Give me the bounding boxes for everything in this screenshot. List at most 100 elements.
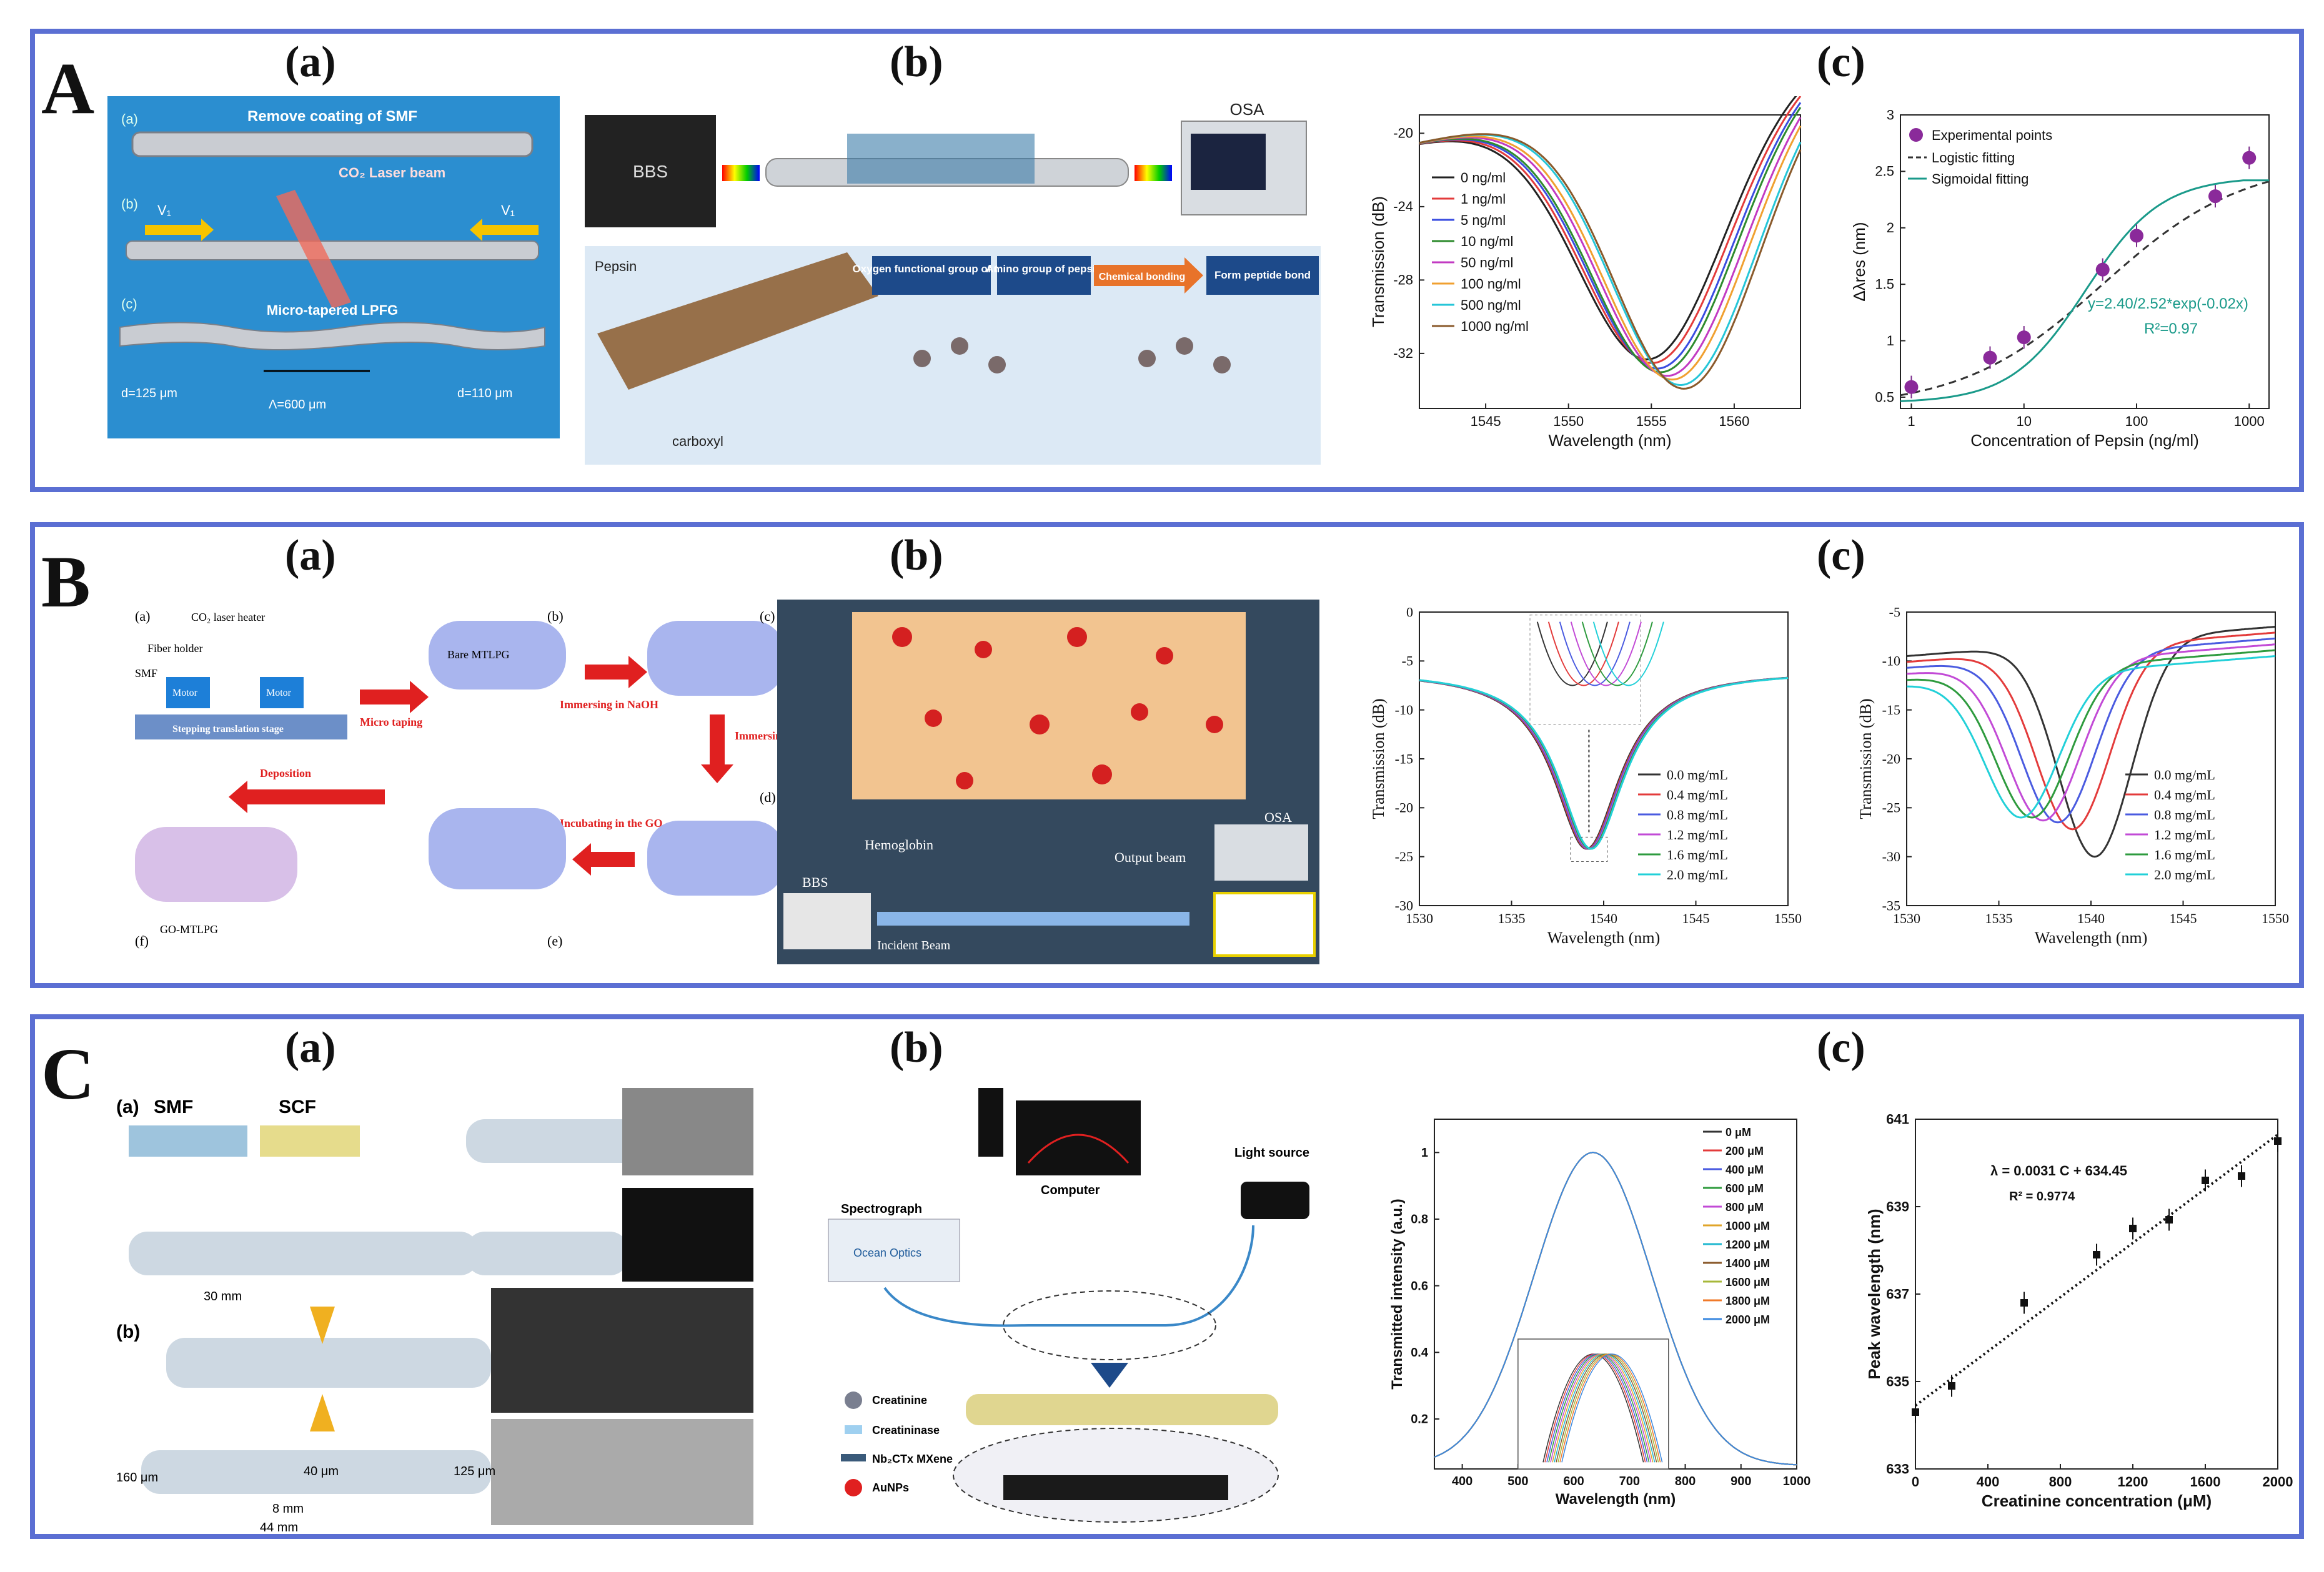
data-point [1912,1408,1919,1416]
bbs-label: BBS [802,874,828,890]
legend-label: 1 ng/ml [1461,191,1506,207]
step-label: (e) [547,933,562,949]
y-tick-label: -20 [1395,800,1413,816]
spectrum-inset [1213,892,1316,957]
y-tick-label: 0.2 [1411,1413,1428,1426]
x-tick-label: 1530 [1893,911,1920,926]
arrow-icon [229,781,385,813]
row-label: (c) [121,296,137,312]
x-tick-label: 1545 [2170,911,2197,926]
fiber [126,240,539,260]
y-tick-label: -20 [1882,751,1900,766]
bbs-box [783,893,871,949]
mxene-icon [841,1454,866,1461]
spectrograph-label: Spectrograph [841,1202,922,1216]
x-tick-label: 1530 [1406,911,1433,926]
box [997,256,1091,295]
smf-label: SMF [135,667,157,680]
y-tick-label: 639 [1886,1199,1909,1214]
x-tick-label: 1535 [1498,911,1526,926]
x-tick-label: 1000 [2234,413,2265,429]
legend-label: 800 μM [1726,1201,1764,1214]
fiber [883,1225,1254,1327]
pc-tower [978,1088,1003,1157]
step-label: (b) [547,608,564,624]
equation-label: λ = 0.0031 C + 634.45 [1990,1163,2127,1179]
legend-label: AuNPs [872,1481,909,1494]
sem-image [491,1288,753,1413]
subpanel-label: (c) [1817,1024,1865,1072]
legend-label: 1800 μM [1726,1295,1770,1307]
arrow-icon [1091,1363,1128,1388]
series-line [1419,125,1802,381]
y-tick-label: -25 [1882,800,1900,816]
velocity-label: V₁ [501,202,515,218]
zoom-box [1570,836,1608,863]
subpanel-label: (a) [285,38,336,86]
spectrograph [828,1219,960,1282]
fiber [141,1450,491,1494]
stage-label: Stepping translation stage [172,724,284,734]
tapered-fiber [119,322,545,350]
osa-device [1214,824,1308,881]
scf-label: SCF [279,1097,316,1117]
fiber [877,912,1189,926]
x-tick-label: 1560 [1719,413,1749,429]
legend-label: 50 ng/ml [1461,255,1513,270]
step-label: Remove coating of SMF [247,108,417,125]
x-tick-label: 500 [1507,1475,1528,1488]
inset-series-line [1559,621,1631,686]
x-tick-label: 600 [1563,1475,1584,1488]
creatinine-sensing-setup: Computer Spectrograph Ocean Optics Light… [828,1088,1309,1523]
laser-beam [276,190,351,309]
fiber [129,1232,479,1275]
x-tick-label: 1 [1907,413,1915,429]
x-axis-label: Concentration of Pepsin (ng/ml) [1970,431,2199,450]
x-tick-label: 1535 [1985,911,2013,926]
x-tick-label: 1540 [1590,911,1617,926]
arrow-icon [360,681,429,713]
light-source [1241,1182,1309,1219]
data-point [2208,189,2222,204]
x-tick-label: 1540 [2077,911,2105,926]
legend-label: 600 μM [1726,1182,1764,1195]
legend-label: 5 ng/ml [1461,212,1506,228]
inset-series-line [1561,1353,1663,1463]
data-point [1983,350,1997,365]
y-tick-label: -20 [1393,126,1413,141]
y-tick-label: -25 [1395,849,1413,864]
step-label: (a) [135,608,150,624]
dimension-label: Λ=600 μm [269,398,326,412]
sem-image [622,1188,753,1282]
box-label: Oxygen functional group of GO [852,263,1010,275]
out-label: Output beam [1115,849,1186,865]
cell [847,134,1035,184]
fiber [166,1338,491,1388]
data-point [2202,1177,2209,1184]
row-label: (b) [116,1322,140,1342]
fiber-label: Bare MTLPG [447,648,509,661]
bbs-label: BBS [633,162,668,181]
panel-b: B (a) (b) (c) (a) CO₂ laser heater Fiber… [30,522,2304,988]
taper-fabrication-schematic: (a) Remove coating of SMF (b) CO₂ Laser … [107,96,560,438]
series-line [1906,626,2276,858]
y-tick-label: -28 [1393,272,1413,288]
y-tick-label: 3 [1887,107,1894,122]
legend-label: 1.6 mg/mL [2154,847,2215,863]
fiber-segment [429,808,566,889]
row-label: (a) [121,111,138,127]
legend-label: 500 ng/ml [1461,297,1521,313]
series-line [1419,96,1802,364]
x-tick-label: 700 [1619,1475,1640,1488]
pepsin-label: Pepsin [595,259,637,274]
series-line [1906,631,2276,831]
box-label: Form peptide bond [1214,269,1311,281]
arrow-icon [701,714,733,783]
x-axis-label: Wavelength (nm) [1549,431,1672,450]
legend-label: 0 ng/ml [1461,170,1506,185]
